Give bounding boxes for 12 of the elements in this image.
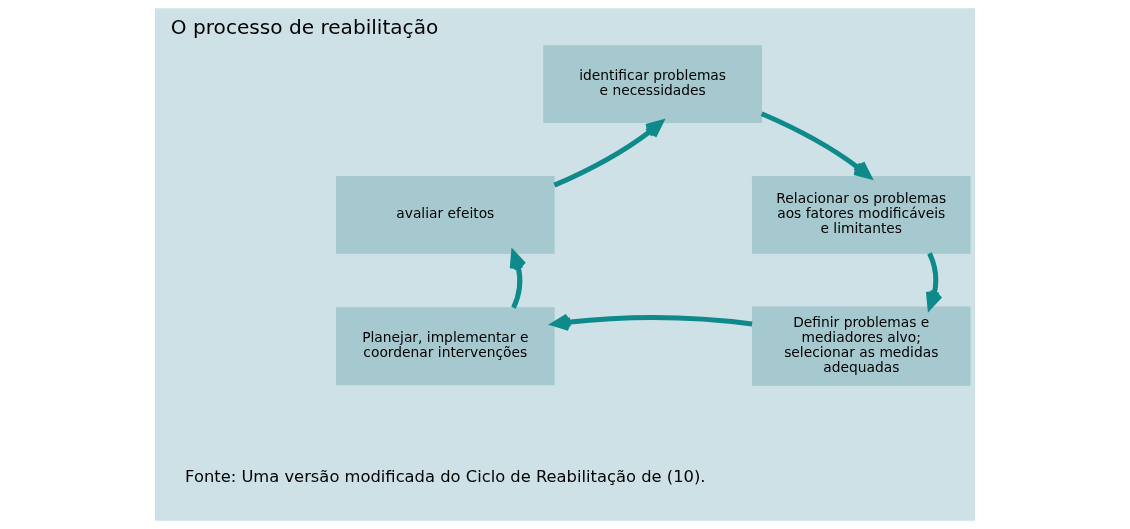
arrow [925,252,943,310]
diagram-title: O processo de reabilitação [170,15,439,40]
node-box: avaliar efeitos [335,175,555,254]
arrow [551,313,753,331]
node-box: identificar problemas e necessidades [543,45,762,124]
caption: Fonte: Uma versão modificada do Ciclo de Reabilitação de (10). [185,466,706,486]
arrow [553,119,664,188]
node-box: Planejar, implementar e coordenar intervenções [335,307,555,386]
node-box: Definir problemas e mediadores alvo; selecionar as medidas adequadas [751,306,971,386]
node-box: Relacionar os problemas aos fatores modificáveis e limitantes [751,175,971,254]
arrow [509,250,527,309]
arrow [760,111,872,179]
